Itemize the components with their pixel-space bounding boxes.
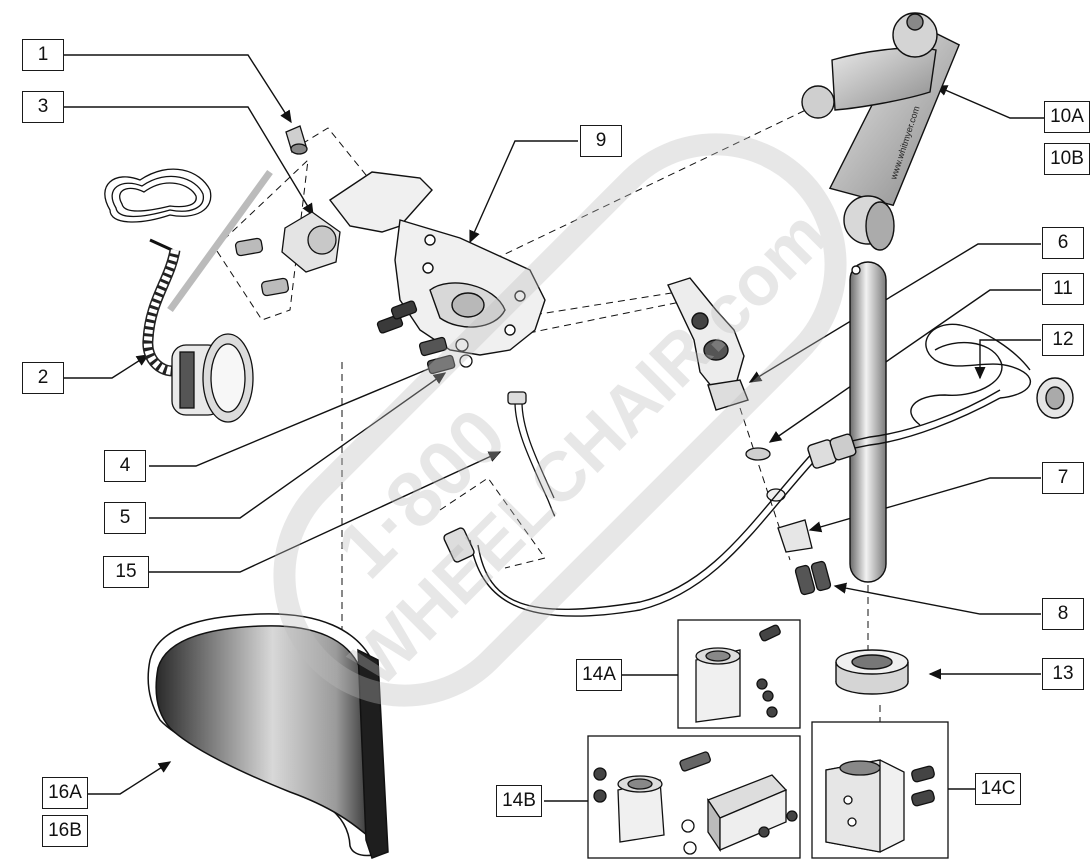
small-cable-part	[507, 391, 556, 517]
callout-13: 13	[1042, 658, 1084, 690]
callout-10a: 10A	[1044, 101, 1090, 133]
leader-8	[833, 582, 1041, 615]
callout-14c: 14C	[975, 773, 1021, 805]
box-14a	[677, 619, 801, 729]
leader-2	[64, 354, 150, 379]
leader-16	[86, 761, 172, 795]
dash-cable-end	[439, 477, 546, 569]
mounting-plate	[328, 171, 546, 356]
leader-1	[64, 54, 292, 124]
callout-15: 15	[103, 556, 149, 588]
callout-16a: 16A	[42, 777, 88, 809]
dash-screws-group	[214, 158, 309, 321]
callout-1: 1	[22, 39, 64, 71]
box-14b	[587, 735, 801, 859]
callout-8: 8	[1042, 598, 1084, 630]
mounting-arm	[801, 12, 961, 583]
callout-4: 4	[104, 450, 146, 482]
leader-15	[149, 451, 502, 573]
callout-14a: 14A	[576, 659, 622, 691]
box-leader-lines	[544, 674, 975, 802]
callout-16b: 16B	[42, 815, 88, 847]
leader-5	[149, 372, 447, 519]
leader-6	[748, 243, 1041, 383]
leader-12	[974, 339, 1041, 380]
leader-lines	[64, 54, 1044, 795]
plate-screws	[376, 300, 473, 375]
switch-mount-part	[167, 169, 341, 313]
head-pad	[147, 613, 389, 859]
callout-9: 9	[580, 125, 622, 157]
dash-plate-to-ball	[429, 107, 811, 291]
box-14c	[811, 721, 949, 859]
leader-3	[64, 106, 314, 217]
callout-11: 11	[1042, 273, 1084, 305]
clamp-part	[667, 277, 749, 411]
end-cap-part	[285, 125, 308, 155]
small-clamp-pieces	[745, 447, 832, 596]
callout-5: 5	[104, 502, 146, 534]
callout-10b: 10B	[1044, 143, 1090, 175]
callout-6: 6	[1042, 227, 1084, 259]
leader-10a	[934, 85, 1044, 119]
callout-14b: 14B	[496, 785, 542, 817]
cable-assembly	[443, 323, 1074, 617]
callout-2: 2	[22, 362, 64, 394]
dash-cap	[291, 127, 371, 181]
collar-part	[835, 649, 909, 695]
callout-7: 7	[1042, 462, 1084, 494]
callout-3: 3	[22, 91, 64, 123]
leader-4	[149, 361, 447, 467]
switch-assembly	[104, 168, 254, 423]
leader-9	[469, 140, 578, 244]
callout-12: 12	[1042, 324, 1084, 356]
leader-7	[808, 477, 1041, 533]
leader-11	[768, 289, 1041, 443]
